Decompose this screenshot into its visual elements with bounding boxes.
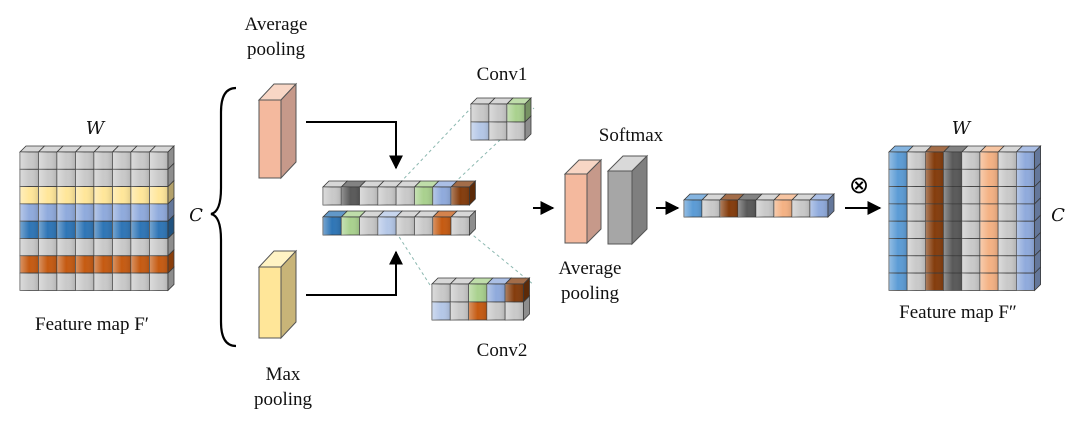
arrow-avg-to-concat — [306, 121, 403, 170]
channel-weight-vector — [683, 193, 835, 218]
concatenated-features — [322, 180, 477, 236]
feature-map-left-cube — [19, 145, 175, 292]
channel-label-left: C — [189, 205, 203, 226]
avg-pool-mid-label-1: Average — [559, 258, 622, 279]
width-label-right: W — [952, 118, 972, 139]
avg-pool-top-label-2: pooling — [247, 39, 306, 60]
multiply-symbol: ⊗ — [849, 171, 869, 199]
max-pool-label-1: Max — [266, 364, 301, 385]
softmax-block: Softmax — [599, 125, 664, 246]
conv1-kernel — [470, 97, 532, 141]
conv2-label: Conv2 — [477, 340, 528, 361]
conv1-label: Conv1 — [477, 64, 528, 85]
arrow-max-to-concat — [306, 250, 403, 296]
average-pooling-mid-block: Average pooling — [559, 158, 622, 304]
max-pooling-block: Max pooling — [254, 249, 313, 410]
feature-map-right-cube — [888, 145, 1042, 292]
width-label-left: W — [86, 118, 106, 139]
feature-map-f-double-prime: W C Feature map F″ — [888, 118, 1065, 323]
conv2-kernel — [431, 277, 531, 321]
split-brace — [210, 86, 237, 348]
feature-map-right-caption: Feature map F″ — [899, 302, 1017, 323]
feature-map-f-prime: W C Feature map F′ — [19, 118, 203, 335]
softmax-label: Softmax — [599, 125, 664, 146]
average-pooling-top-block: Average pooling — [245, 14, 308, 180]
feature-map-left-caption: Feature map F′ — [35, 314, 149, 335]
channel-label-right: C — [1051, 205, 1065, 226]
avg-pool-top-label-1: Average — [245, 14, 308, 35]
avg-pool-mid-label-2: pooling — [561, 283, 620, 304]
max-pool-label-2: pooling — [254, 389, 313, 410]
